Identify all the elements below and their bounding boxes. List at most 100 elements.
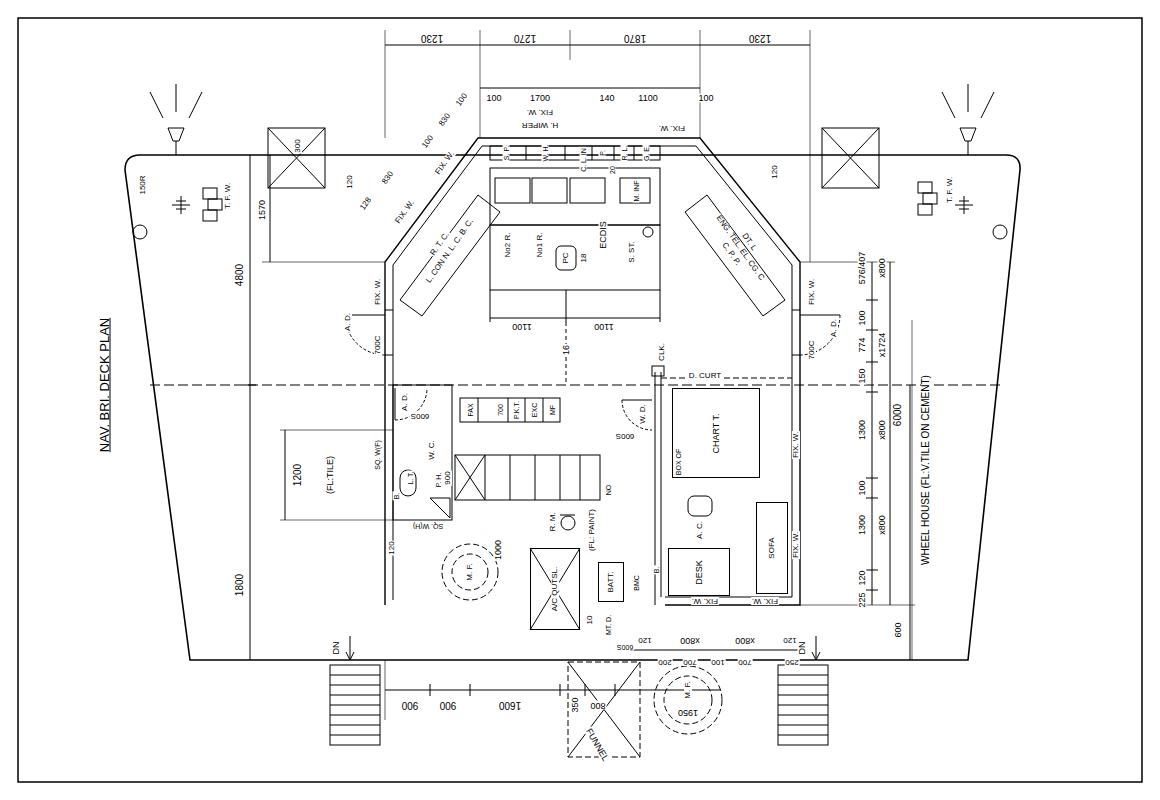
furniture-label: CHART T. [711,412,720,454]
plan-label: PC [562,251,570,264]
plan-label: W. H. [542,143,549,162]
plan-label: 16 [562,344,571,356]
plan-label: R. L. [621,145,628,162]
plan-label: (FL: PAINT) [588,508,596,552]
plan-label: 100 [485,94,502,103]
plan-label: 1100 [511,322,532,331]
plan-label: 100 [858,479,867,496]
plan-label: M. INF [633,180,640,203]
plan-label: 800 [589,701,606,710]
plan-label: S. P. [503,145,510,161]
plan-label: MT. D. [605,614,612,636]
furniture-box: SOFA [756,502,788,594]
plan-label: 1950 [677,708,699,717]
plan-label: B. [653,566,660,575]
plan-label: P. [599,149,606,157]
plan-label: x800 [679,636,701,645]
plan-label: 1800 [235,573,245,597]
plan-label: 300 [294,138,302,153]
plan-label: R. M. [549,511,557,532]
plan-label: DN [798,641,807,656]
plan-label: 120 [782,636,797,644]
plan-label: 600S [616,644,634,651]
plan-label: M. F. [684,680,692,699]
plan-label: 4800 [235,263,245,287]
plan-label: No2 R. [504,232,512,259]
plan-label: 1300 [858,514,867,536]
plan-label: FIX. W. [792,431,800,459]
plan-label: A. D. [401,392,409,412]
plan-label: CLK. [658,342,666,362]
plan-label: (FL:TILE) [326,455,335,495]
plan-label: FIX. W. [526,108,554,116]
plan-label: W. D. [639,403,647,425]
plan-label: BOX OF [675,448,682,476]
plan-label: FIX. W. [394,198,417,226]
plan-label: B. [393,492,400,501]
plan-label: 128 [358,195,373,212]
plan-label: 1200 [293,463,303,487]
plan-label: 100 [454,91,469,108]
plan-label: FIX. W. [808,278,816,306]
plan-label: 250 [784,658,799,666]
plan-label: EXC [531,402,538,418]
plan-label: 1100 [637,94,658,103]
plan-label: 200 [657,658,672,666]
plan-label: FIX. W. [374,278,382,306]
furniture-label: BATT. [607,570,615,593]
plan-label: 900 [401,700,420,710]
plan-label: 600 [894,621,903,638]
plan-label: FIX. W. [792,531,800,559]
plan-label: 100 [858,309,867,326]
plan-label: 1300 [858,419,867,441]
plan-label: 900 [439,700,458,710]
plan-label: 900 [444,470,452,485]
plan-label: 1100 [593,322,614,331]
plan-label: 1570 [258,199,267,221]
furniture-box: BATT. [598,562,624,602]
plan-label: 100 [420,133,435,150]
plan-label: FUNNEL [584,726,611,763]
furniture-label: DESK [694,559,703,586]
plan-label: P.K.T. [513,400,520,420]
plan-label: 150 [858,367,867,384]
plan-label: 600S [615,432,636,440]
plan-label: P. H. [435,472,442,489]
plan-label: FIX. W. [691,597,719,605]
plan-label: C. L. IN [580,147,587,173]
plan-label: 20 [609,165,616,175]
furniture-box: CHART T. [672,388,760,478]
plan-label: 1870 [623,33,647,43]
drawing-title: NAV. BRI. DECK PLAN [98,317,111,453]
plan-label: x800 [878,257,887,279]
plan-label: 350 [571,696,580,713]
plan-label: No1 R. [536,232,544,259]
plan-label: 700 [737,658,752,666]
plan-label: x1724 [878,332,887,359]
plan-label: x800 [734,636,756,645]
plan-label: L. T. [407,470,414,485]
plan-label: 1270 [513,33,537,43]
plan-label: S. ST. [628,240,636,263]
plan-label: D. CURT [688,372,722,380]
plan-label: 120 [858,569,867,586]
plan-label: x800 [878,419,887,441]
plan-label: 700 [682,658,697,666]
plan-label: SQ. W(F) [374,439,381,471]
plan-label: BMC [633,574,640,592]
plan-label: 700C [808,339,816,360]
plan-label: 120 [346,174,354,189]
plan-label: 140 [598,94,615,103]
plan-label: FAX [467,402,474,417]
plan-label: ECDIS [599,220,608,250]
plan-label: 700 [497,403,504,417]
plan-label: FIX. W. [658,124,686,132]
plan-label: 1700 [529,94,551,103]
plan-label: 100 [710,658,725,666]
plan-label: 774 [858,336,867,353]
furniture-box: DESK [668,548,730,596]
plan-label: M. F. [466,562,474,581]
plan-label: 18 [580,253,588,264]
